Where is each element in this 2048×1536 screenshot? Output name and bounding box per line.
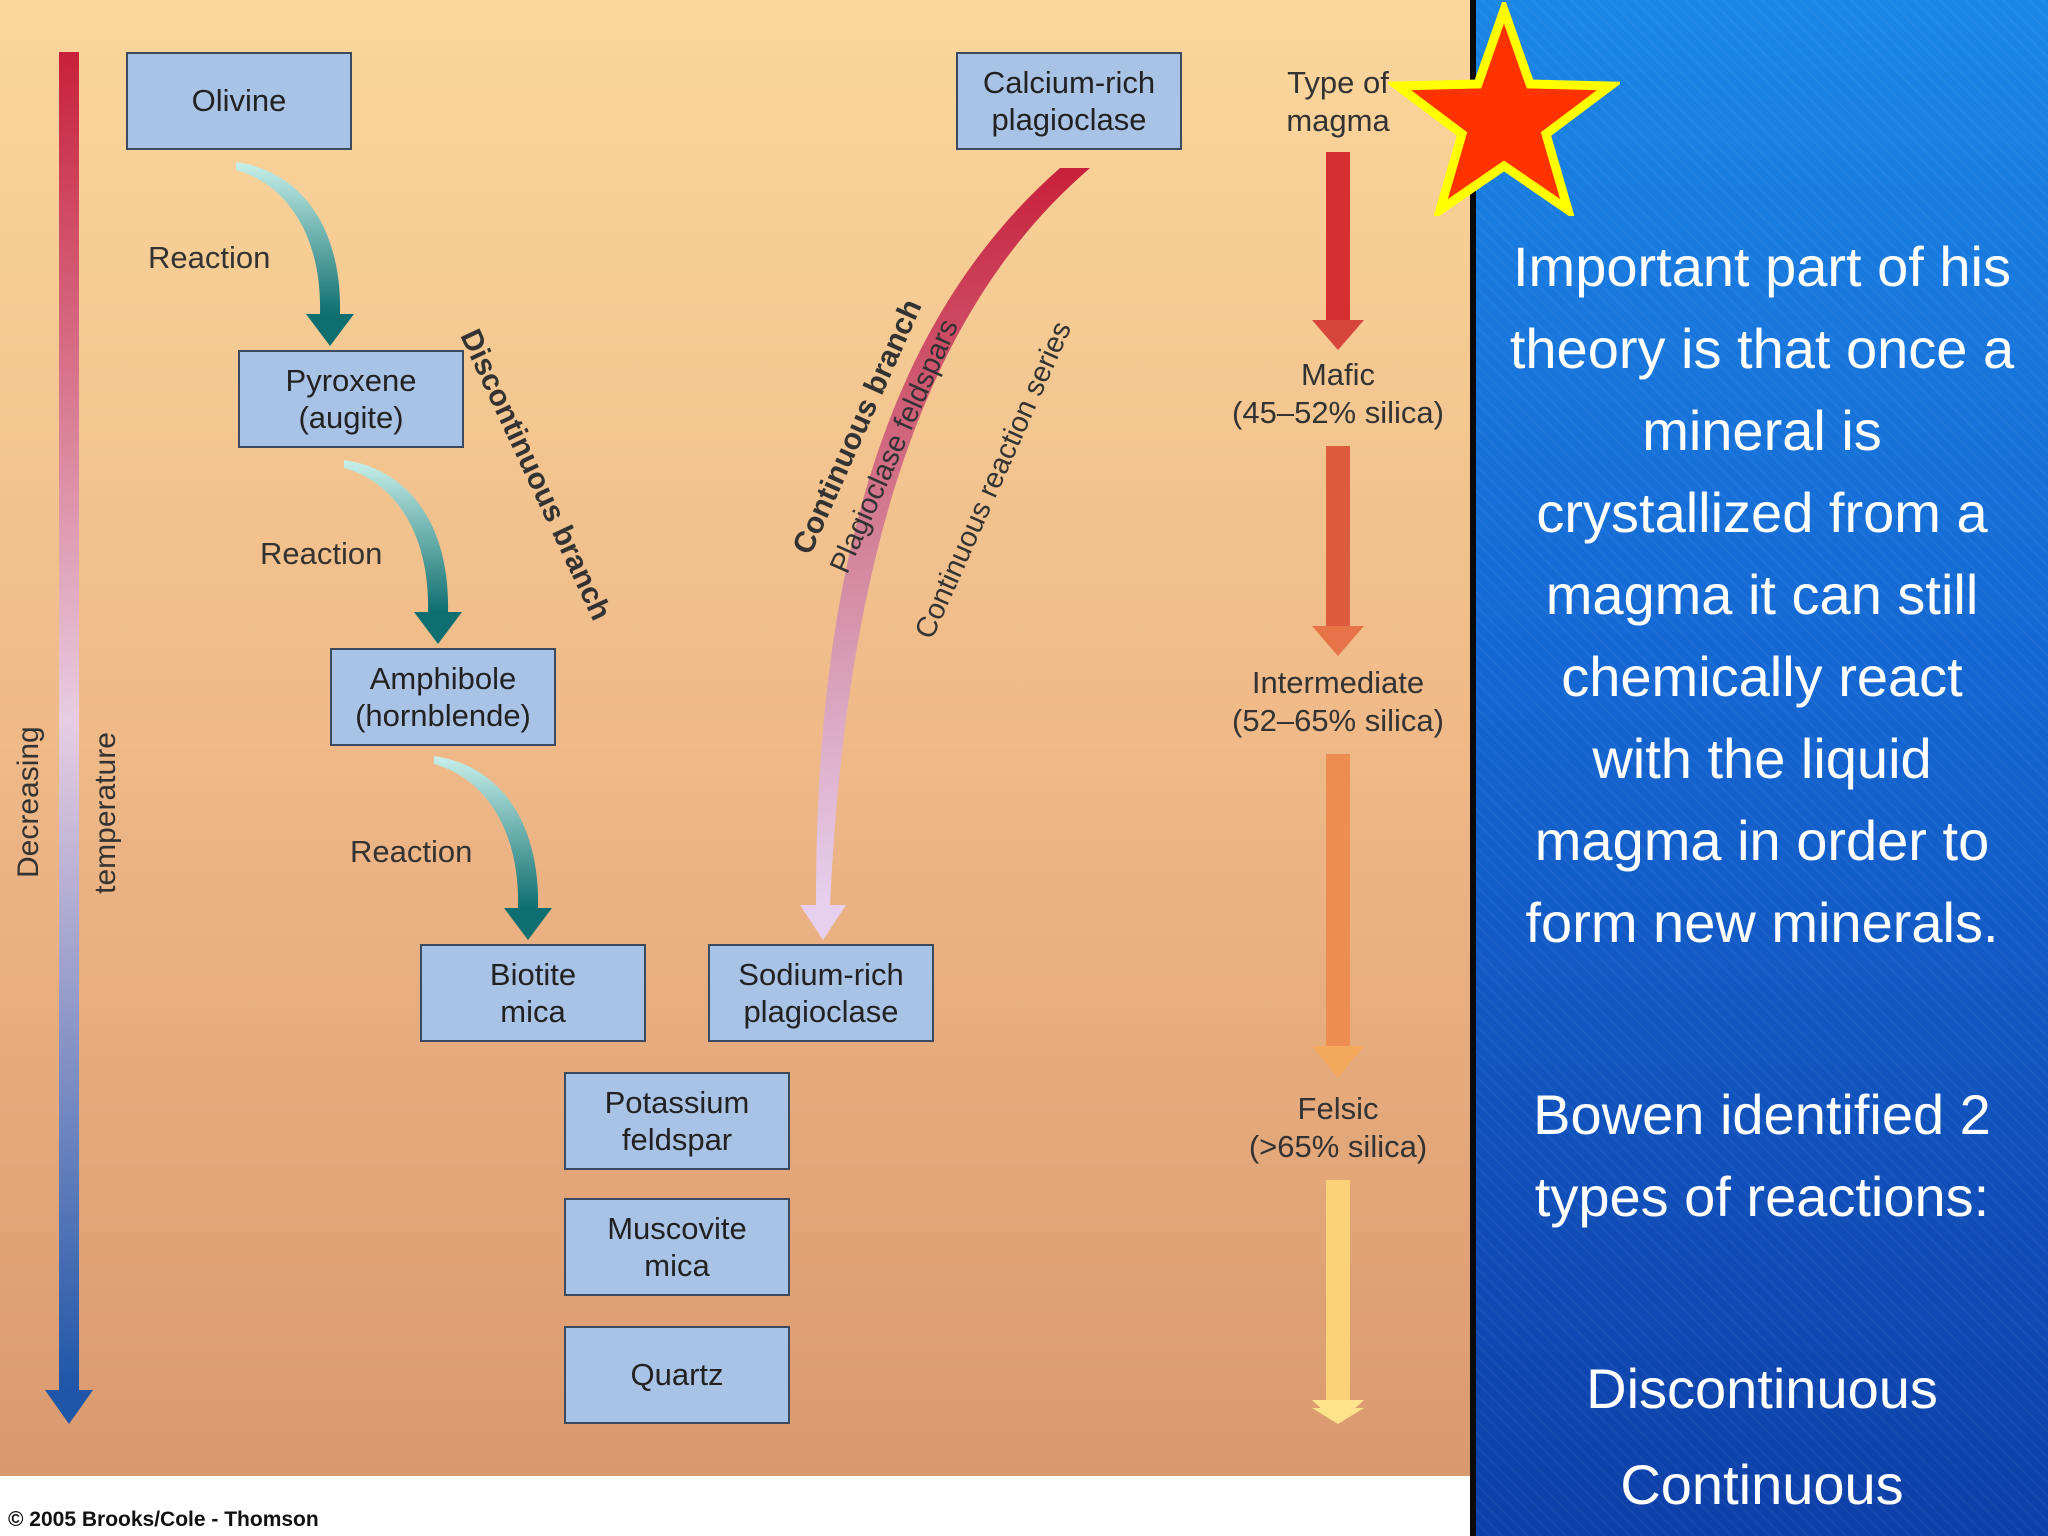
continuous-branch-arrow-icon xyxy=(800,168,1090,940)
reaction-arrow-icon xyxy=(434,756,552,940)
side-paragraph-theory: Important part of his theory is that onc… xyxy=(1509,235,2015,954)
mineral-potassium-feldspar: Potassium feldspar xyxy=(564,1072,790,1170)
temperature-arrow-icon xyxy=(45,52,93,1424)
mineral-biotite: Biotite mica xyxy=(420,944,646,1042)
temperature-label-temperature: temperature xyxy=(89,732,122,894)
bowen-reaction-series-diagram: Olivine Pyroxene (augite) Amphibole (hor… xyxy=(0,0,1470,1536)
magma-type-mafic: Mafic (45–52% silica) xyxy=(1232,357,1444,430)
reaction-label: Reaction xyxy=(350,834,473,869)
magma-arrow-icon xyxy=(1312,152,1364,1424)
mineral-pyroxene: Pyroxene (augite) xyxy=(238,350,464,448)
reaction-arrow-icon xyxy=(236,162,354,346)
mineral-olivine: Olivine xyxy=(126,52,352,150)
magma-type-intermediate: Intermediate (52–65% silica) xyxy=(1232,665,1444,738)
reaction-type-discontinuous: Discontinuous xyxy=(1586,1357,1938,1420)
reaction-label: Reaction xyxy=(260,536,383,571)
reaction-arrow-icon xyxy=(344,460,462,644)
mineral-calcium-plagioclase: Calcium-rich plagioclase xyxy=(956,52,1182,150)
copyright-text: © 2005 Brooks/Cole - Thomson xyxy=(8,1508,319,1531)
side-text-panel: Important part of his theory is that onc… xyxy=(1470,0,2048,1536)
side-panel-texture xyxy=(1476,0,2048,1536)
magma-type-felsic: Felsic (>65% silica) xyxy=(1248,1091,1428,1164)
mineral-sodium-plagioclase: Sodium-rich plagioclase xyxy=(708,944,934,1042)
reaction-label: Reaction xyxy=(148,240,271,275)
reaction-type-continuous: Continuous xyxy=(1620,1453,1904,1516)
mineral-amphibole: Amphibole (hornblende) xyxy=(330,648,556,746)
star-icon xyxy=(1388,2,1620,216)
mineral-quartz: Quartz xyxy=(564,1326,790,1424)
magma-type-title: Type of magma xyxy=(1286,65,1390,138)
mineral-muscovite: Muscovite mica xyxy=(564,1198,790,1296)
side-paragraph-reactions: Bowen identified 2 types of reactions: xyxy=(1533,1083,1991,1228)
copyright-bar xyxy=(0,1476,1470,1536)
temperature-label-decreasing: Decreasing xyxy=(12,726,45,878)
diagram-graphics xyxy=(0,0,1470,1480)
